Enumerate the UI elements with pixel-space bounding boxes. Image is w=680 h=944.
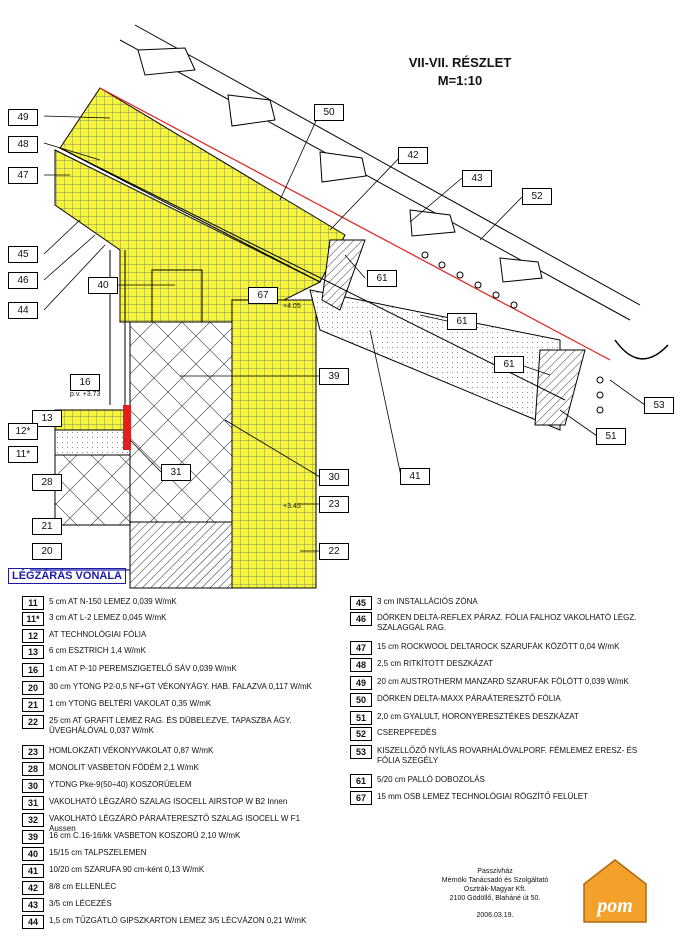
tag-61-a: 61 [367, 270, 397, 287]
tag-40: 40 [88, 277, 118, 294]
deck-line [59, 147, 566, 401]
tag-53: 53 [644, 397, 674, 414]
drawing-title: VII-VII. RÉSZLET M=1:10 [395, 54, 525, 90]
edge-strip [123, 405, 131, 450]
tag-50: 50 [314, 104, 344, 121]
membrane-line [99, 87, 611, 361]
rafter-insulation [54, 149, 322, 323]
ring-beam [129, 321, 233, 523]
tag-47: 47 [8, 167, 38, 184]
tag-22: 22 [319, 543, 349, 560]
vent-holes [421, 251, 604, 414]
section-drawing [30, 24, 669, 589]
footer-line1: Passzivház [477, 868, 513, 875]
logo-text: pom [595, 895, 633, 917]
tag-49: 49 [8, 109, 38, 126]
tag-13: 13 [32, 410, 62, 427]
tag-11: 11* [8, 446, 38, 463]
tag-31: 31 [161, 464, 191, 481]
batten-line [119, 39, 631, 321]
sill-beam [151, 269, 203, 323]
tag-61-b: 61 [447, 313, 477, 330]
leader-lines [43, 111, 646, 552]
ytong-wall [129, 521, 233, 589]
roof-tiles [137, 47, 543, 283]
footer-line3: Osztrák-Magyar Kft. [463, 886, 527, 893]
floor-slab [54, 454, 131, 526]
tag-41: 41 [400, 468, 430, 485]
tag-48: 48 [8, 136, 38, 153]
tag-23: 23 [319, 496, 349, 513]
footer-date: 2006.03.19. [476, 912, 514, 919]
title-line1: VII-VII. RÉSZLET [408, 55, 512, 70]
tag-61-c: 61 [494, 356, 524, 373]
level-405: +4.05 [283, 303, 301, 310]
tag-21: 21 [32, 518, 62, 535]
footer-line4: 2100 Gödöllő, Blaháné út 50. [449, 895, 541, 902]
wall-insulation [231, 299, 317, 589]
tag-43: 43 [462, 170, 492, 187]
tile-line [134, 24, 641, 306]
pom-logo: pom [583, 859, 647, 923]
tag-52: 52 [522, 188, 552, 205]
eaves-board [534, 349, 586, 426]
tag-20: 20 [32, 543, 62, 560]
tag-42: 42 [398, 147, 428, 164]
tag-12: 12* [8, 423, 38, 440]
tag-44: 44 [8, 302, 38, 319]
level-pv: p.v. +3.73 [70, 391, 101, 398]
tag-45: 45 [8, 246, 38, 263]
tag-51: 51 [596, 428, 626, 445]
title-scale: M=1:10 [437, 73, 483, 88]
tag-39: 39 [319, 368, 349, 385]
level-345: +3.45 [283, 503, 301, 510]
footer-line2: Mérnöki Tanácsadó és Szolgáltató [441, 877, 549, 884]
tag-28: 28 [32, 474, 62, 491]
gutter [614, 339, 669, 360]
tag-30: 30 [319, 469, 349, 486]
tag-46: 46 [8, 272, 38, 289]
tag-16: 16 [70, 374, 100, 391]
air-seal-label: LÉGZÁRÁS VONALA [8, 568, 126, 584]
company-footer: Passzivház Mérnöki Tanácsadó és Szolgált… [420, 867, 570, 920]
tag-67: 67 [248, 287, 278, 304]
floor-insulation [54, 409, 131, 431]
screed [54, 429, 131, 456]
